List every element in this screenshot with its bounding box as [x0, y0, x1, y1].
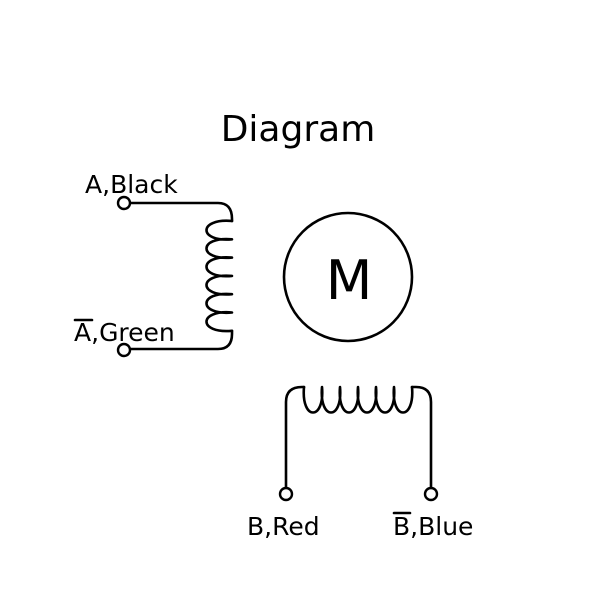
label-b-red: B,Red [247, 512, 320, 541]
motor-circle [282, 211, 414, 343]
label-b-color: Red [272, 512, 320, 541]
coil-a-lead-top [128, 201, 234, 223]
terminal-b-bar [423, 486, 439, 502]
diagram-title: Diagram [221, 109, 376, 150]
label-b-bar-blue: B,Blue [393, 512, 473, 541]
coil-b-lead-left [284, 385, 306, 489]
label-a-letter: A [85, 170, 102, 199]
coil-a-lead-bottom [128, 329, 234, 351]
label-a-bar-letter: A [74, 318, 91, 347]
label-a-black: A,Black [85, 170, 178, 199]
label-a-separator: , [102, 170, 110, 199]
label-a-color: Black [110, 170, 178, 199]
label-b-letter: B [247, 512, 264, 541]
label-b-separator: , [264, 512, 272, 541]
coil-b-winding [302, 385, 414, 414]
label-b-bar-letter: B [393, 512, 410, 541]
terminal-a [116, 195, 132, 211]
label-a-bar-color: Green [99, 318, 175, 347]
coil-a-winding [205, 219, 234, 333]
label-a-bar-green: A,Green [74, 318, 175, 347]
coil-b-lead-right [410, 385, 433, 489]
label-a-bar-separator: , [91, 318, 99, 347]
terminal-b [278, 486, 294, 502]
terminal-a-bar [116, 342, 132, 358]
label-b-bar-separator: , [410, 512, 418, 541]
motor-label: M [326, 249, 373, 312]
label-b-bar-color: Blue [418, 512, 473, 541]
